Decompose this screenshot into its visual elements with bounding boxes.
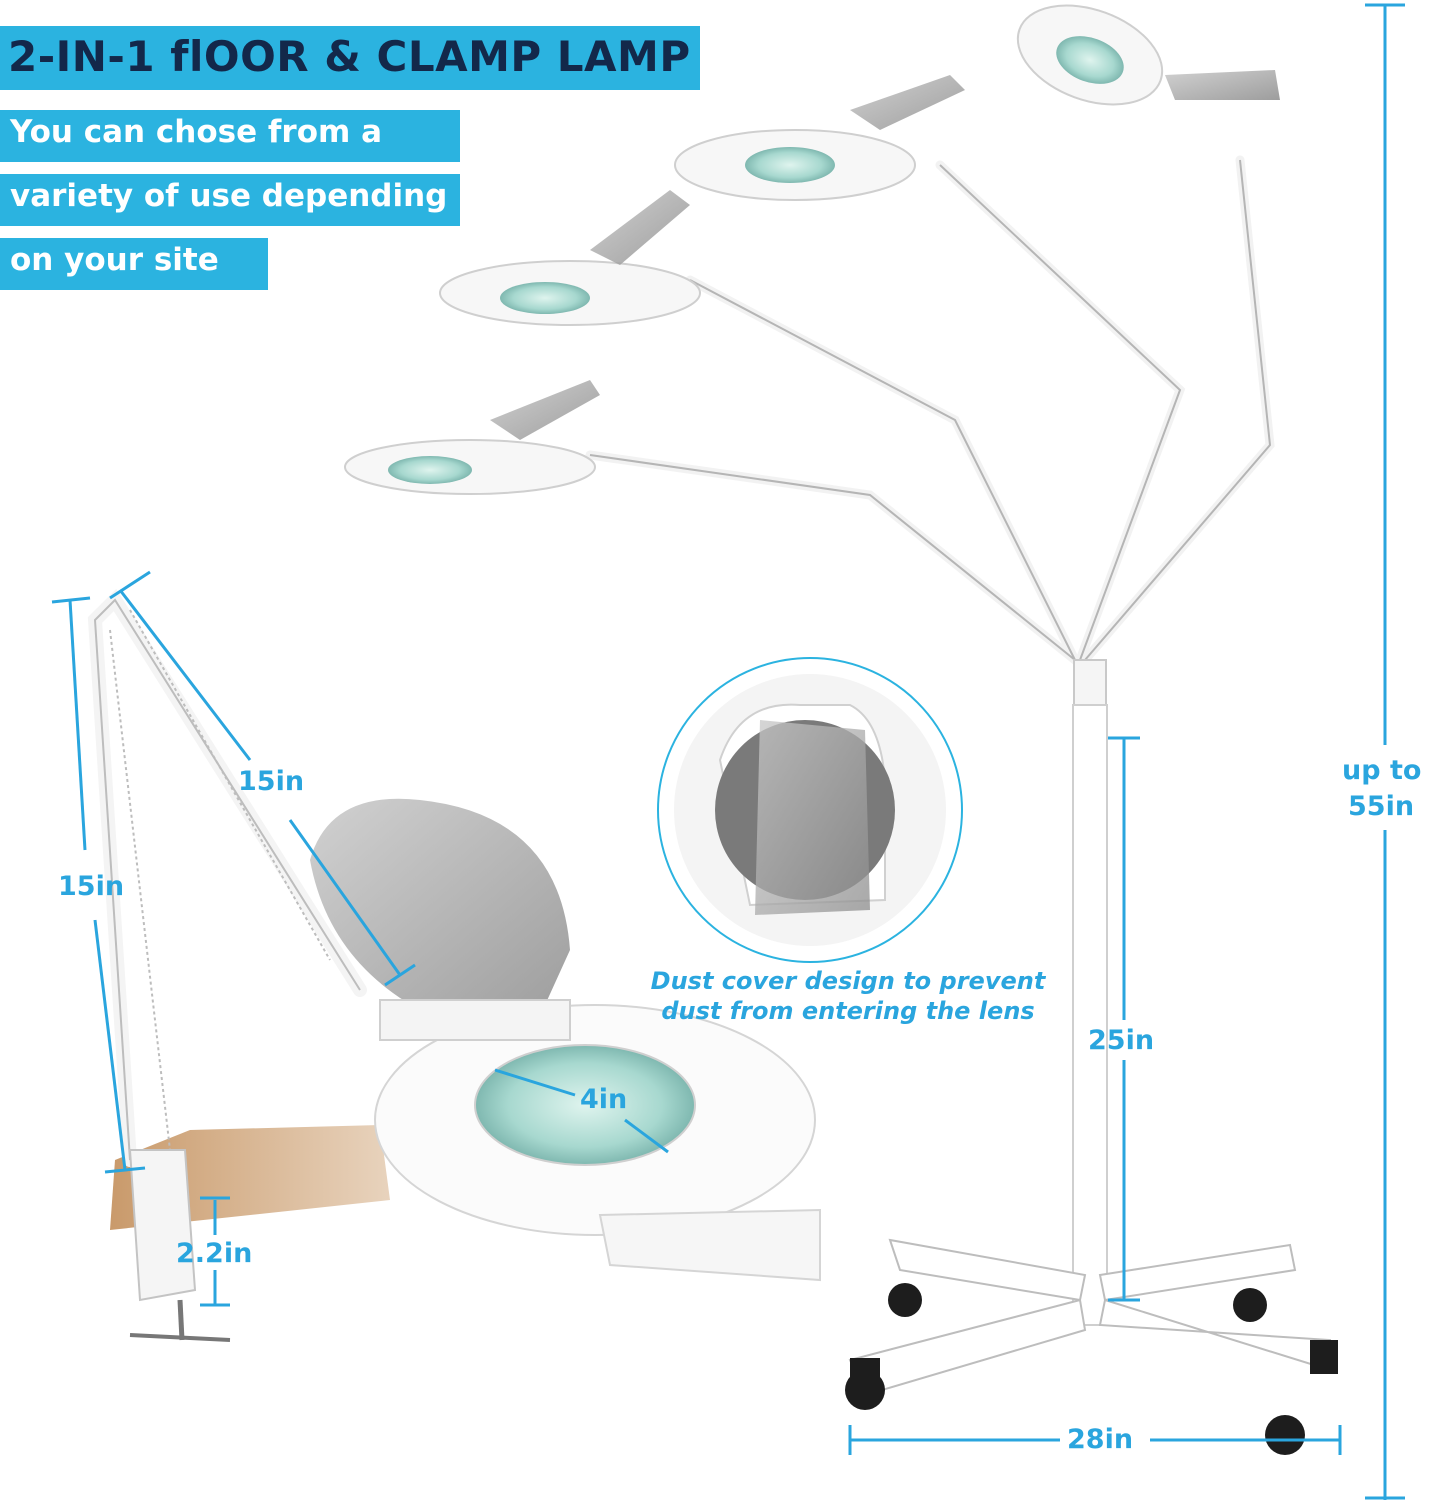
dust-cover-caption-line-1: Dust cover design to prevent <box>650 967 1046 995</box>
max-height-label-1: up to <box>1342 755 1422 786</box>
lamp-head-4 <box>1016 4 1280 106</box>
subtitle-banner-2: variety of use depending <box>0 174 460 226</box>
lens-size-label: 4in <box>580 1084 628 1115</box>
arm-vertical-label: 15in <box>58 871 125 902</box>
dust-cover-callout <box>657 657 963 963</box>
title-text: 2-IN-1 flOOR & CLAMP LAMP <box>8 32 691 81</box>
subtitle-line-1: You can chose from a <box>10 114 383 150</box>
subtitle-banner-1: You can chose from a <box>0 110 460 162</box>
clamp-size-label: 2.2in <box>176 1238 253 1269</box>
max-height-label-2: 55in <box>1348 791 1415 822</box>
dimension-lines <box>51 3 1405 1500</box>
base-width-label: 28in <box>1067 1424 1134 1455</box>
pole-height-label: 25in <box>1088 1025 1155 1056</box>
dust-cover-caption: Dust cover design to prevent dust from e… <box>648 966 1048 1026</box>
lamp-head-2 <box>439 190 701 326</box>
subtitle-line-2: variety of use depending <box>10 178 448 214</box>
floor-lamp <box>344 4 1338 1455</box>
clamp-lamp <box>87 588 821 1342</box>
title-banner: 2-IN-1 flOOR & CLAMP LAMP <box>0 26 700 90</box>
dust-cover-caption-line-2: dust from entering the lens <box>661 997 1035 1025</box>
lamp-head-3 <box>674 75 965 201</box>
lamp-head-1 <box>344 380 600 495</box>
subtitle-banner-3: on your site <box>0 238 268 290</box>
arm-diagonal-label: 15in <box>238 766 305 797</box>
subtitle-line-3: on your site <box>10 242 219 278</box>
